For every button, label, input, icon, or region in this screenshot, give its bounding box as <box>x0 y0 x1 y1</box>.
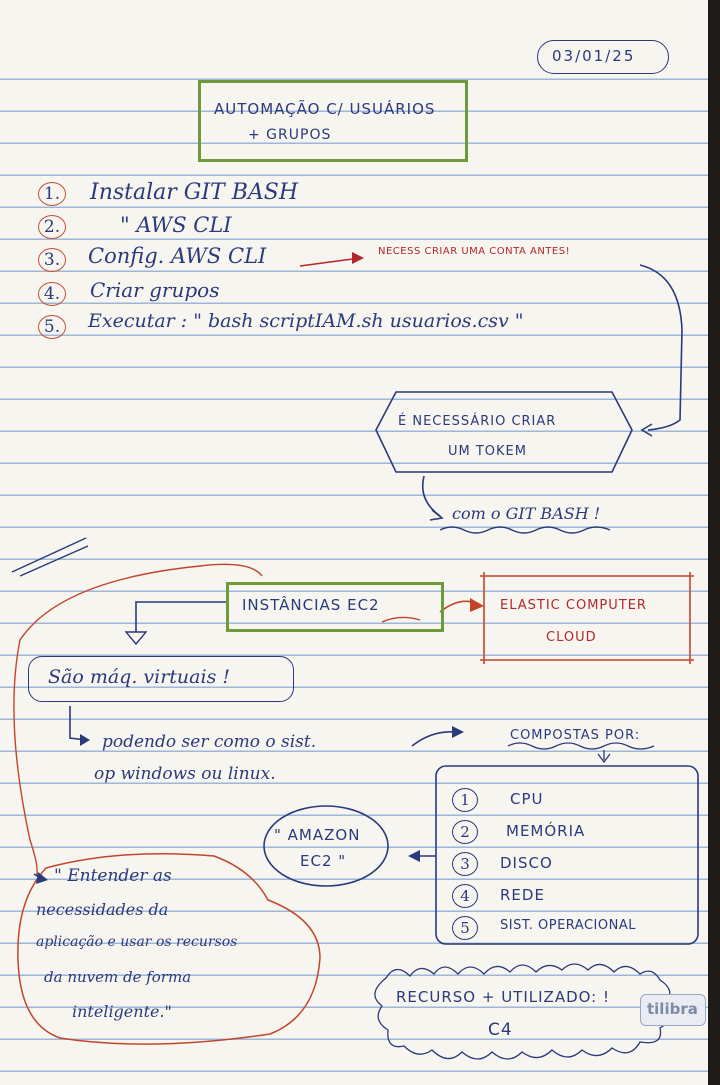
step-number: 3. <box>38 248 66 272</box>
amazon-ec2-line-2: EC2 " <box>300 852 347 870</box>
quote-line-4: da nuvem de forma <box>44 968 192 986</box>
page-edge-shadow <box>708 0 720 1085</box>
gitbash-note: com o GIT BASH ! <box>452 504 601 523</box>
date-badge: 03/01/25 <box>537 40 669 74</box>
date-text: 03/01/25 <box>552 47 636 65</box>
most-used-line-2: C4 <box>488 1020 513 1040</box>
step-text: " AWS CLI <box>120 213 232 237</box>
component-number: 2 <box>452 820 478 844</box>
os-note-line-1: podendo ser como o sist. <box>102 732 317 752</box>
step-number: 5. <box>38 315 66 339</box>
brand-logo: tilibra <box>640 994 706 1026</box>
step-number: 2. <box>38 215 66 239</box>
step-number: 1. <box>38 182 66 206</box>
virtual-machines-text: São máq. virtuais ! <box>48 666 231 688</box>
component-label: CPU <box>510 790 544 808</box>
component-number: 4 <box>452 884 478 908</box>
step-number: 4. <box>38 282 66 306</box>
token-note-line-1: É NECESSÁRIO CRIAR <box>398 414 557 429</box>
title-line-2: + GRUPOS <box>248 127 332 143</box>
ec2-meaning-line-2: CLOUD <box>546 630 597 645</box>
virtual-machines-box <box>28 656 294 702</box>
most-used-line-1: RECURSO + UTILIZADO: ! <box>396 988 611 1006</box>
brand-text: tilibra <box>647 1000 698 1018</box>
quote-line-3: aplicação e usar os recursos <box>36 934 238 950</box>
component-label: DISCO <box>500 854 553 872</box>
title-line-1: AUTOMAÇÃO C/ USUÁRIOS <box>214 100 436 118</box>
step-text: Criar grupos <box>90 278 220 302</box>
quote-line-2: necessidades da <box>36 900 169 919</box>
amazon-ec2-line-1: " AMAZON <box>274 826 361 844</box>
composed-label: COMPOSTAS POR: <box>510 728 641 743</box>
component-label: SIST. OPERACIONAL <box>500 918 636 933</box>
quote-line-5: inteligente." <box>72 1002 172 1021</box>
component-number: 1 <box>452 788 478 812</box>
component-number: 3 <box>452 852 478 876</box>
quote-line-1: " Entender as <box>54 866 172 886</box>
os-note-line-2: op windows ou linux. <box>94 764 276 784</box>
step-text: Config. AWS CLI <box>88 244 267 268</box>
account-note: NECESS CRIAR UMA CONTA ANTES! <box>378 246 571 257</box>
ec2-meaning-line-1: ELASTIC COMPUTER <box>500 598 647 613</box>
ec2-title: INSTÂNCIAS EC2 <box>242 596 380 614</box>
component-label: MEMÓRIA <box>506 822 586 840</box>
component-number: 5 <box>452 916 478 940</box>
step-text: Instalar GIT BASH <box>90 180 299 205</box>
ec2-title-box <box>226 582 444 632</box>
step-text: Executar : " bash scriptIAM.sh usuarios.… <box>88 310 524 332</box>
component-label: REDE <box>500 886 545 904</box>
title-box <box>198 80 468 162</box>
token-note-line-2: UM TOKEM <box>448 444 527 459</box>
